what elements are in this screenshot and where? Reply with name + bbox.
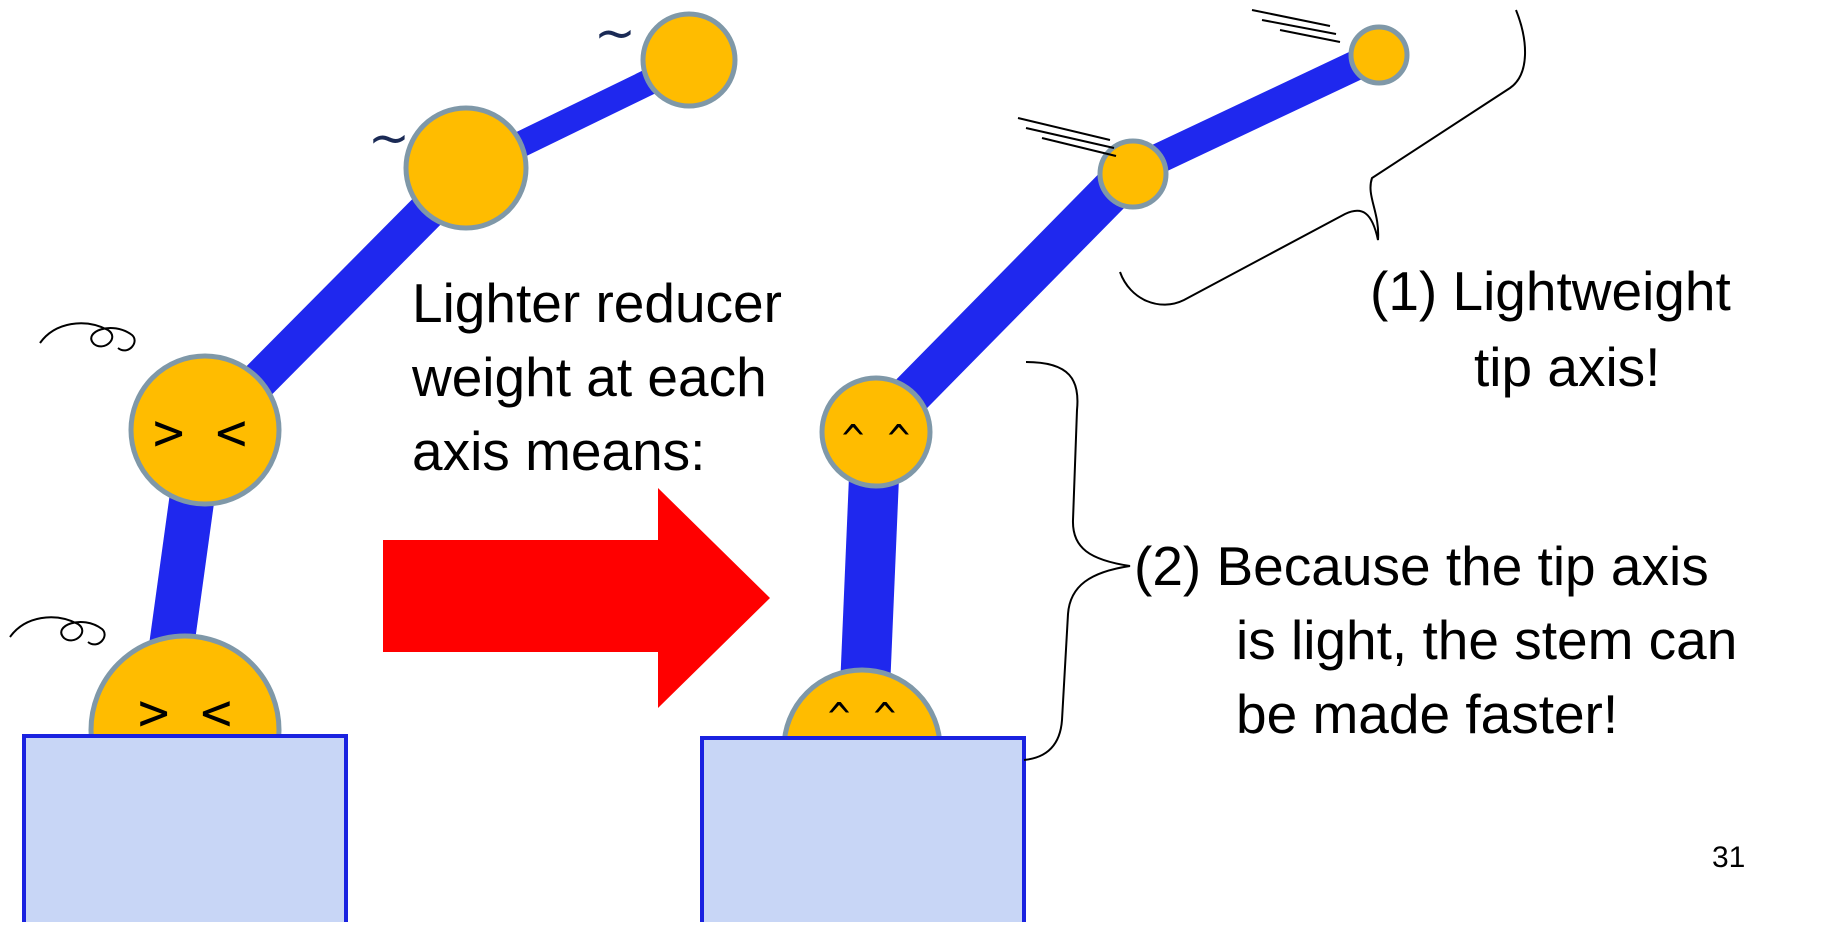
right-arm-upper-link bbox=[1123, 40, 1387, 186]
middle-text-line-1: Lighter reducer bbox=[412, 272, 782, 334]
strained-face-base: > < bbox=[138, 683, 232, 743]
right-arm-middle-link bbox=[861, 157, 1145, 445]
callout2-line-3: be made faster! bbox=[1236, 683, 1619, 745]
middle-text-line-3: axis means: bbox=[412, 420, 706, 482]
bracket-stem bbox=[1023, 361, 1131, 761]
left-tip-joint bbox=[640, 11, 738, 109]
happy-face-base: ^ ^ bbox=[828, 695, 897, 739]
happy-face-lower: ^ ^ bbox=[842, 417, 911, 461]
middle-text-line-2: weight at each bbox=[412, 346, 767, 408]
callout2-line-2: is light, the stem can bbox=[1236, 609, 1738, 671]
bracket-tip-axis bbox=[1119, 9, 1526, 306]
speed-lines-middle bbox=[1017, 117, 1117, 157]
right-robot-base bbox=[700, 736, 1026, 927]
left-robot-base bbox=[22, 734, 348, 927]
heavy-robot-arm: > < > < ~ ~ bbox=[9, 4, 738, 927]
page-number: 31 bbox=[1712, 841, 1746, 874]
strained-face-lower: > < bbox=[153, 403, 247, 463]
callout2-line-1: (2) Because the tip axis bbox=[1134, 535, 1709, 597]
speed-lines-tip bbox=[1251, 9, 1341, 43]
right-tip-joint bbox=[1348, 24, 1410, 86]
callout1-line-1: (1) Lightweight bbox=[1370, 260, 1731, 322]
wobble-mark-tip: ~ bbox=[594, 4, 636, 62]
right-middle-joint bbox=[1097, 138, 1169, 210]
right-lower-joint bbox=[819, 375, 933, 489]
sweat-mark-lower bbox=[9, 616, 106, 646]
left-middle-joint bbox=[403, 105, 529, 231]
callout1-line-2: tip axis! bbox=[1474, 336, 1661, 398]
wobble-mark-middle: ~ bbox=[368, 109, 410, 167]
left-lower-joint bbox=[128, 353, 282, 507]
sweat-mark-upper bbox=[39, 322, 136, 352]
light-robot-arm: ^ ^ ^ ^ bbox=[700, 9, 1410, 927]
transition-arrow bbox=[383, 488, 770, 708]
